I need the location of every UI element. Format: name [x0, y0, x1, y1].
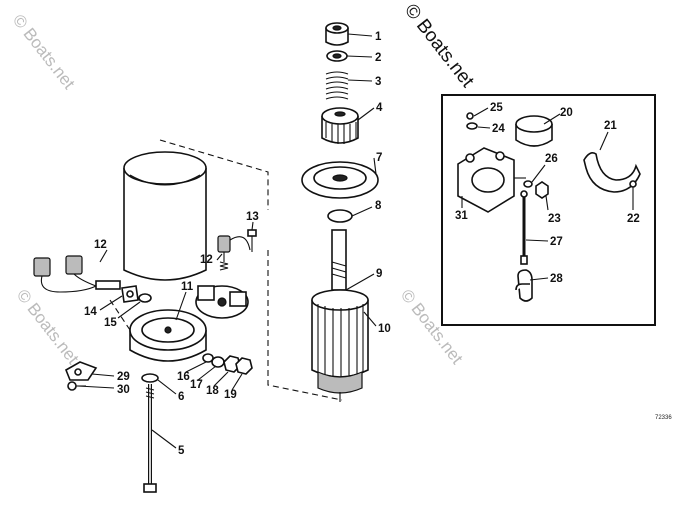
callout-7: 7: [376, 152, 382, 164]
spring-3: [325, 71, 349, 100]
nut-25: [466, 112, 474, 120]
solenoid-31: [457, 147, 526, 213]
callout-12-right: 12: [200, 254, 213, 266]
assembly-line-left: [109, 299, 131, 331]
callout-10: 10: [378, 323, 391, 335]
callout-12-left: 12: [94, 239, 107, 251]
assembly-line-through-bolt: [267, 250, 343, 401]
end-cap-housing: [129, 309, 207, 362]
callout-20: 20: [560, 107, 573, 119]
brush-plate: [195, 285, 249, 319]
cable-27: [520, 190, 528, 265]
brush-holder-bracket: [121, 285, 139, 303]
assembly-line-frame: [159, 139, 269, 210]
callout-5: 5: [178, 445, 185, 457]
screw-22: [629, 180, 637, 204]
callout-28: 28: [550, 273, 563, 285]
callout-30: 30: [117, 384, 130, 396]
leader-lines: [77, 33, 634, 449]
callout-15: 15: [104, 317, 117, 329]
callout-21: 21: [604, 120, 617, 132]
callout-11: 11: [181, 281, 194, 293]
drawing-code: 72336: [655, 415, 672, 421]
washer-2: [326, 50, 348, 62]
watermark-left-bottom: © Boats.net: [13, 286, 83, 368]
callout-22: 22: [627, 213, 640, 225]
washer-16: [202, 353, 214, 363]
callout-6: 6: [178, 391, 184, 403]
callout-31: 31: [455, 210, 468, 222]
callout-26: 26: [545, 153, 558, 165]
callout-25: 25: [490, 102, 503, 114]
callout-8: 8: [375, 200, 382, 212]
washer-17: [211, 356, 225, 368]
brush-with-spring: [217, 235, 251, 271]
callout-14: 14: [84, 306, 97, 318]
callout-3: 3: [375, 76, 381, 88]
callout-18: 18: [206, 385, 219, 397]
nut-1: [325, 22, 349, 46]
brush-pair-left: [33, 255, 121, 293]
callout-2: 2: [375, 52, 381, 64]
callout-29: 29: [117, 371, 130, 383]
washer-15: [138, 293, 152, 303]
callout-17: 17: [190, 379, 203, 391]
callout-27: 27: [550, 236, 563, 248]
washer-26: [523, 180, 533, 188]
band-20: [515, 115, 553, 147]
callout-19: 19: [224, 389, 237, 401]
armature: [311, 229, 369, 402]
boot-28: [515, 269, 533, 302]
through-bolt: [143, 384, 157, 493]
drive-end-plate: [301, 161, 379, 199]
mounting-strap-21: [583, 152, 641, 193]
field-frame-cylinder: [123, 151, 207, 281]
drive-pinion-4: [321, 107, 359, 144]
callout-16: 16: [177, 371, 190, 383]
washer-6: [141, 373, 159, 383]
washer-24: [466, 122, 478, 130]
washer-8: [327, 209, 353, 223]
callout-23: 23: [548, 213, 561, 225]
callout-9: 9: [376, 268, 382, 280]
watermark-main: © Boats.net: [400, 0, 478, 92]
callout-13: 13: [246, 211, 259, 223]
callout-1: 1: [375, 31, 382, 43]
nut-19: [235, 357, 253, 375]
callout-24: 24: [492, 123, 505, 135]
nut-23: [535, 181, 549, 199]
callout-4: 4: [376, 102, 383, 114]
watermark-left-top: © Boats.net: [9, 11, 79, 93]
